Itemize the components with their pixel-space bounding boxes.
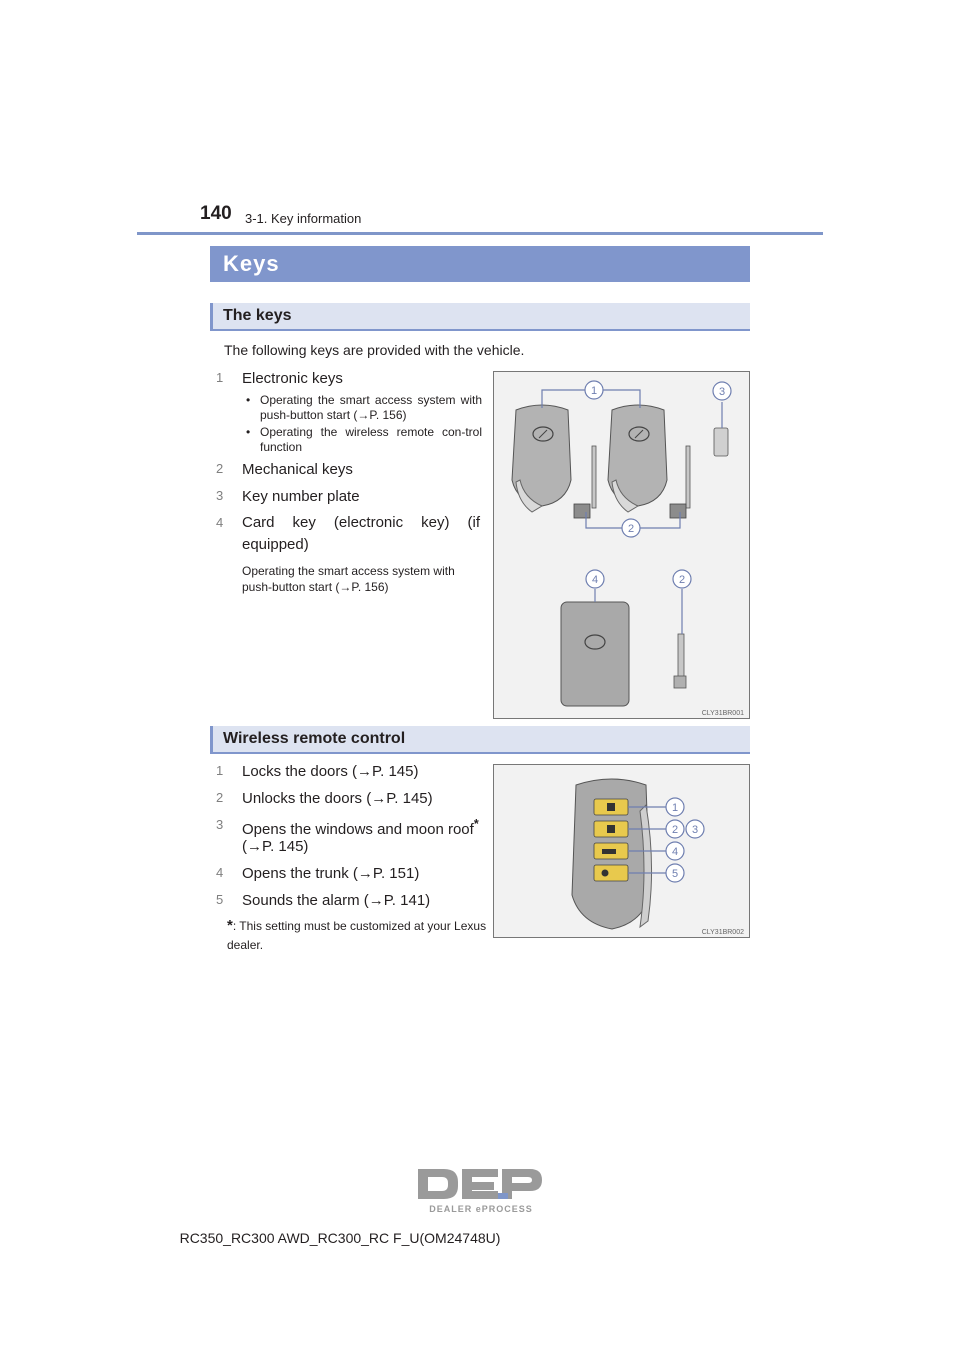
card-key-note: Operating the smart access system with p… [242, 564, 455, 594]
remote-fob [571, 778, 653, 930]
item-number: 5 [216, 892, 224, 907]
subheading-wireless: Wireless remote control [210, 726, 750, 754]
page-title: Keys [223, 251, 280, 276]
callout-label: 5 [672, 868, 678, 880]
section-label: 3-1. Key information [245, 211, 362, 226]
mechanical-key [669, 445, 691, 519]
callout-circles [584, 380, 732, 589]
item-number: 1 [216, 370, 224, 385]
card-key [560, 601, 630, 707]
item-mechanical-keys: Mechanical keys [242, 461, 353, 478]
callout-circles [665, 797, 705, 883]
item-alarm: Sounds the alarm (→P. 141) [242, 892, 431, 909]
callout-label: 4 [672, 846, 678, 858]
item-key-number-plate: Key number plate [242, 488, 360, 505]
callout-label: 3 [719, 386, 725, 398]
mechanical-key [573, 445, 597, 519]
bullet-text: Operating the wireless remote con-trol f… [260, 425, 482, 454]
figure-code: CLY31BR001 [702, 710, 744, 717]
key-number-plate [713, 427, 729, 457]
bullet-mark: • [246, 393, 251, 407]
header-rule [137, 232, 823, 235]
callout-label: 3 [692, 824, 698, 836]
footnote: *: This setting must be customized at yo… [227, 916, 487, 955]
remote-figure: 1 2 3 4 5 CLY31BR002 [493, 764, 750, 938]
keys-figure: 1 2 3 4 2 CLY31BR001 [493, 371, 750, 719]
dep-logo: DEALER ePROCESS [418, 1169, 542, 1214]
subheading-wireless-label: Wireless remote control [223, 730, 406, 747]
bullet-mark: • [246, 425, 251, 439]
item-card-key-cont: equipped) [242, 536, 309, 553]
item-trunk: Opens the trunk (→P. 151) [242, 865, 420, 882]
page-number: 140 [200, 203, 232, 224]
footnote-text: : This setting must be customized at you… [227, 919, 487, 952]
item-number: 3 [216, 488, 224, 503]
keys-illustration: 1 2 3 4 2 CLY31BR001 [511, 380, 744, 717]
item-locks: Locks the doors (→P. 145) [242, 763, 419, 780]
callout-label: 1 [672, 802, 678, 814]
callout-label: 2 [628, 523, 634, 535]
callout-label: 4 [592, 574, 598, 586]
item-card-key: Card key (electronic key) (if [242, 514, 480, 531]
bullet-item: • Operating the smart access system with… [246, 393, 482, 423]
bullet-item: • Operating the wireless remote con-trol… [246, 425, 482, 455]
logo-text: DEALER ePROCESS [429, 1204, 533, 1214]
model-code: RC350_RC300 AWD_RC300_RC F_U(OM24748U) [179, 1230, 501, 1246]
callout-label: 2 [679, 574, 685, 586]
bullet-text: Operating the smart access system with p… [260, 393, 482, 422]
dealer-logo: DEALER ePROCESS [416, 1165, 546, 1222]
electronic-key-fob [511, 404, 572, 513]
item-number: 4 [216, 865, 224, 880]
subheading-the-keys-label: The keys [223, 307, 292, 324]
intro-text: The following keys are provided with the… [224, 342, 525, 358]
card-mechanical-key [673, 633, 687, 689]
item-electronic-keys: Electronic keys [242, 370, 343, 387]
figure-code: CLY31BR002 [702, 929, 744, 936]
callout-lines [628, 806, 666, 874]
item-windows-cont: (→P. 145) [242, 838, 309, 855]
subheading-the-keys: The keys [210, 303, 750, 331]
item-number: 3 [216, 817, 224, 832]
callout-labels: 1 2 3 4 5 [672, 802, 698, 880]
callout-labels: 1 2 3 4 2 [591, 385, 725, 586]
asterisk-mark: * [473, 817, 479, 831]
callout-label: 2 [672, 824, 678, 836]
callout-label: 1 [591, 385, 597, 397]
item-number: 4 [216, 515, 224, 530]
item-number: 2 [216, 461, 224, 476]
item-windows: Opens the windows and moon roof* [242, 817, 479, 838]
electronic-key-fob [607, 404, 668, 513]
item-unlocks: Unlocks the doors (→P. 145) [242, 790, 433, 807]
title-bar: Keys [210, 246, 750, 282]
item-number: 1 [216, 763, 224, 778]
item-windows-text: Opens the windows and moon roof [242, 821, 474, 838]
item-number: 2 [216, 790, 224, 805]
remote-illustration: 1 2 3 4 5 CLY31BR002 [571, 778, 744, 936]
footnote-star: * [227, 917, 233, 934]
